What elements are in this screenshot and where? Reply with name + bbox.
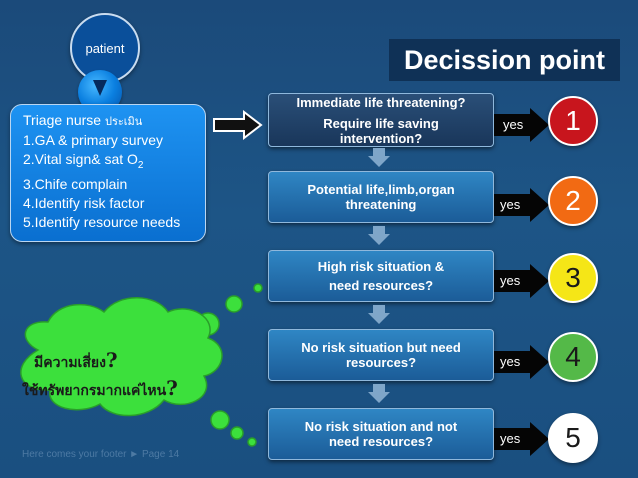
triage-box: Triage nurse ประเมิน 1.GA & primary surv… <box>10 104 206 242</box>
yes-arrow-icon <box>494 108 549 142</box>
yes-label: yes <box>500 354 521 369</box>
level-number: 4 <box>565 341 581 372</box>
decision-text: No risk situation and not <box>304 419 458 434</box>
decision-box-3: High risk situation & need resources? <box>268 250 494 302</box>
cloud-text: ใช้ทรัพยากรมากแค่ไหน <box>22 383 167 399</box>
triage-item: 3.Chife complain <box>23 175 128 192</box>
question-mark: ? <box>166 376 178 400</box>
decision-text: need resources? <box>328 434 434 449</box>
yes-label: yes <box>500 273 521 288</box>
decision-box-5: No risk situation and not need resources… <box>268 408 494 460</box>
connector-arrow-icon <box>368 384 390 403</box>
yes-label: yes <box>500 197 521 212</box>
down-arrow-icon <box>93 80 107 96</box>
level-number: 1 <box>565 105 581 136</box>
footer: Here comes your footer ► Page 14 <box>22 449 180 460</box>
decision-text: No risk situation but need <box>301 340 461 355</box>
decision-text: Immediate life threatening? <box>296 94 466 110</box>
page-title: Decission point <box>389 39 620 81</box>
yes-arrow-icon <box>494 264 549 298</box>
level-number: 5 <box>565 422 581 453</box>
level-number: 3 <box>565 262 581 293</box>
decision-box-1: Immediate life threatening? Require life… <box>268 93 494 147</box>
yes-label: yes <box>503 117 524 132</box>
triage-title: Triage nurse <box>23 112 102 128</box>
connector-arrow-icon <box>368 305 390 324</box>
triage-item: 5.Identify resource needs <box>23 213 181 230</box>
triage-item: 1.GA & primary survey <box>23 132 164 148</box>
yes-arrow-icon <box>494 188 549 222</box>
level-3-badge: 3 <box>548 253 598 303</box>
cloud-line-2: ใช้ทรัพยากรมากแค่ไหน? <box>22 376 178 402</box>
patient-label: patient <box>85 40 125 56</box>
o2-subscript: 2 <box>137 159 144 171</box>
yes-label: yes <box>500 431 521 446</box>
yes-arrow-icon <box>494 345 549 379</box>
connector-arrow-icon <box>368 226 390 245</box>
decision-text: Potential life,limb,organ <box>307 182 455 197</box>
level-2-badge: 2 <box>548 176 598 226</box>
decision-text: need resources? <box>328 278 434 293</box>
level-5-badge: 5 <box>548 413 598 463</box>
decision-box-2: Potential life,limb,organ threatening <box>268 171 494 223</box>
triage-item-vital: 2.Vital sign& sat O2 <box>23 150 205 175</box>
decision-text: threatening <box>345 197 417 212</box>
level-1-badge: 1 <box>548 96 598 146</box>
thought-cloud <box>20 283 263 447</box>
triage-item: 4.Identify risk factor <box>23 194 145 211</box>
level-number: 2 <box>565 185 581 216</box>
title-text: Decission point <box>403 44 606 75</box>
decision-text: Require life saving <box>323 115 439 131</box>
decision-box-4: No risk situation but need resources? <box>268 329 494 381</box>
cloud-text: มีความเสี่ยง <box>34 355 106 371</box>
decision-text: High risk situation & <box>317 259 445 274</box>
triage-header: Triage nurse ประเมิน <box>23 111 205 131</box>
cloud-line-1: มีความเสี่ยง? <box>34 348 118 374</box>
right-arrow-icon <box>213 110 263 140</box>
decision-text: intervention? <box>339 130 423 146</box>
decision-text: resources? <box>345 355 417 370</box>
question-mark: ? <box>105 348 118 372</box>
yes-arrow-icon <box>494 422 549 456</box>
triage-item-text: 2.Vital sign& sat O <box>23 151 138 167</box>
level-4-badge: 4 <box>548 332 598 382</box>
connector-arrow-icon <box>368 148 390 167</box>
triage-title-th: ประเมิน <box>104 115 143 128</box>
